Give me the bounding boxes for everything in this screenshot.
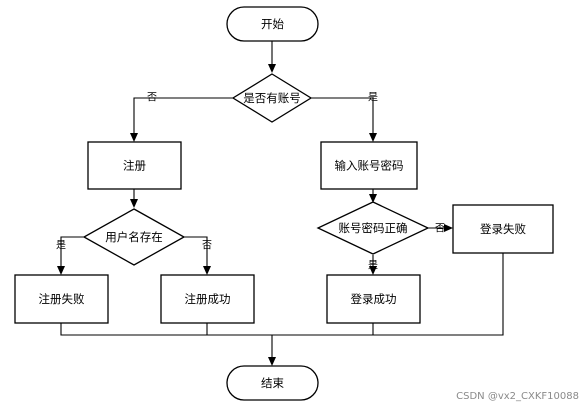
process-register-label: 注册	[123, 159, 146, 173]
connectors	[57, 41, 504, 366]
process-register-fail: 注册失败	[14, 274, 109, 324]
start-terminal: 开始	[226, 6, 319, 42]
edge-label-username-no: 否	[202, 240, 212, 252]
edge-label-has-account-yes: 是	[368, 92, 378, 104]
arrowhead	[268, 357, 276, 366]
edge-has-account-no	[133, 97, 233, 140]
process-login-success: 登录成功	[326, 274, 421, 324]
process-input-account: 输入账号密码	[320, 141, 418, 190]
edge-username-yes	[60, 236, 84, 273]
process-register-fail-label: 注册失败	[39, 292, 85, 306]
edge-login-fail-merge	[272, 253, 504, 336]
arrowhead	[369, 266, 377, 275]
arrowhead	[268, 64, 276, 73]
decision-has-account: 是否有账号	[231, 73, 313, 123]
process-login-fail: 登录失败	[452, 204, 554, 254]
start-label: 开始	[261, 17, 284, 31]
arrowhead	[203, 266, 211, 275]
process-login-fail-label: 登录失败	[480, 222, 526, 236]
edge-register-fail-merge	[60, 323, 272, 336]
end-terminal: 结束	[226, 365, 319, 401]
edge-labels: 否 是 是 否 否 是	[56, 92, 445, 272]
arrowhead	[369, 133, 377, 142]
arrowhead	[369, 194, 377, 203]
edge-has-account-yes	[311, 97, 374, 140]
watermark: CSDN @vx2_CXKF10088	[456, 391, 579, 402]
decision-username-exists-label: 用户名存在	[105, 230, 163, 244]
end-label: 结束	[261, 376, 284, 390]
process-input-account-label: 输入账号密码	[335, 159, 404, 173]
decision-username-exists: 用户名存在	[82, 208, 186, 266]
edge-label-correct-no: 否	[435, 223, 445, 235]
process-register-success: 注册成功	[160, 274, 255, 324]
process-login-success-label: 登录成功	[351, 292, 397, 306]
decision-account-correct: 账号密码正确	[316, 201, 430, 255]
arrowhead	[130, 133, 138, 142]
edge-username-no	[184, 236, 208, 273]
arrowhead	[444, 224, 453, 232]
edge-label-username-yes: 是	[56, 240, 66, 252]
process-register-success-label: 注册成功	[185, 292, 231, 306]
process-register: 注册	[87, 141, 182, 190]
decision-account-correct-label: 账号密码正确	[339, 221, 408, 235]
arrowhead	[130, 199, 138, 208]
edge-label-correct-yes: 是	[368, 260, 378, 272]
edge-label-has-account-no: 否	[147, 92, 157, 104]
arrowhead	[57, 266, 65, 275]
decision-has-account-label: 是否有账号	[243, 91, 301, 105]
